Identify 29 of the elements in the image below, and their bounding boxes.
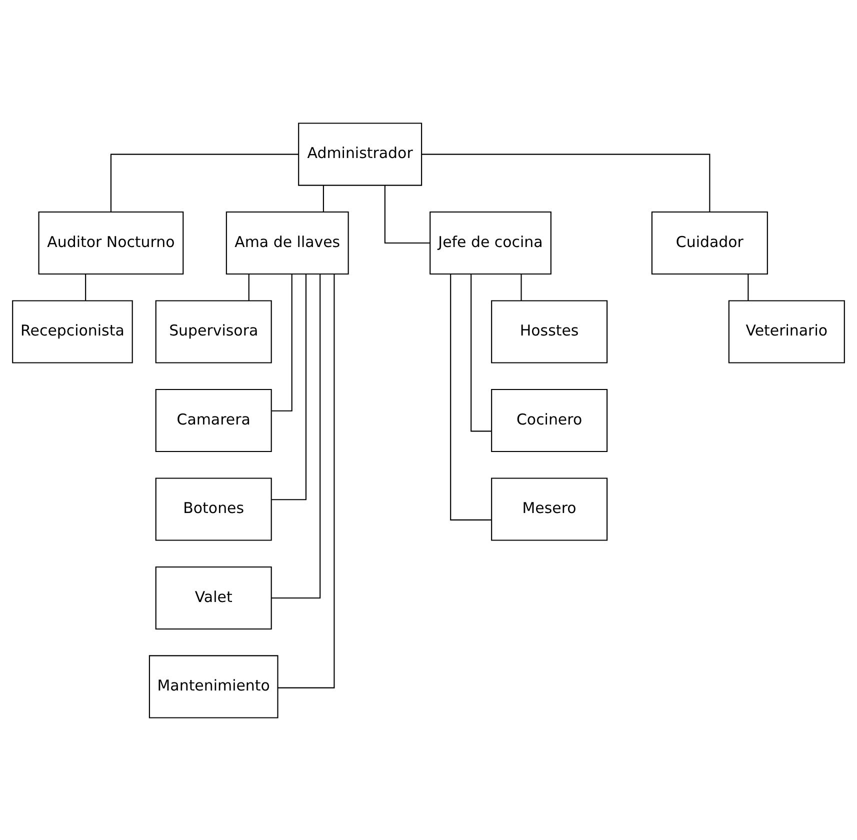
node-box: Hosstes [491,300,608,363]
connector [470,274,492,432]
connector [85,274,86,300]
connector [278,274,335,688]
connector [110,153,298,212]
connector [450,274,492,520]
node-box: Auditor Nocturno [38,210,184,274]
node-box: Administrador [298,122,422,186]
connector [422,153,710,212]
connector [248,274,250,300]
connector [272,274,307,500]
node-box: Valet [155,566,272,630]
connector [322,184,324,212]
node-box: Jefe de cocina [430,210,552,274]
node-box: Supervisora [155,300,272,363]
connector [520,274,522,300]
node-box: Camarera [155,388,272,452]
connector [748,274,749,300]
node-box: Botones [155,477,272,540]
node-box: Mesero [491,477,608,540]
node-box: Cocinero [491,388,608,452]
node-box: Mantenimiento [148,654,278,718]
node-box: Cuidador [651,210,768,274]
node-box: Recepcionista [12,300,133,363]
connector [384,184,430,244]
connector [272,274,321,598]
connector [272,274,292,411]
node-box: Veterinario [728,300,845,363]
node-box: Ama de llaves [226,210,349,274]
